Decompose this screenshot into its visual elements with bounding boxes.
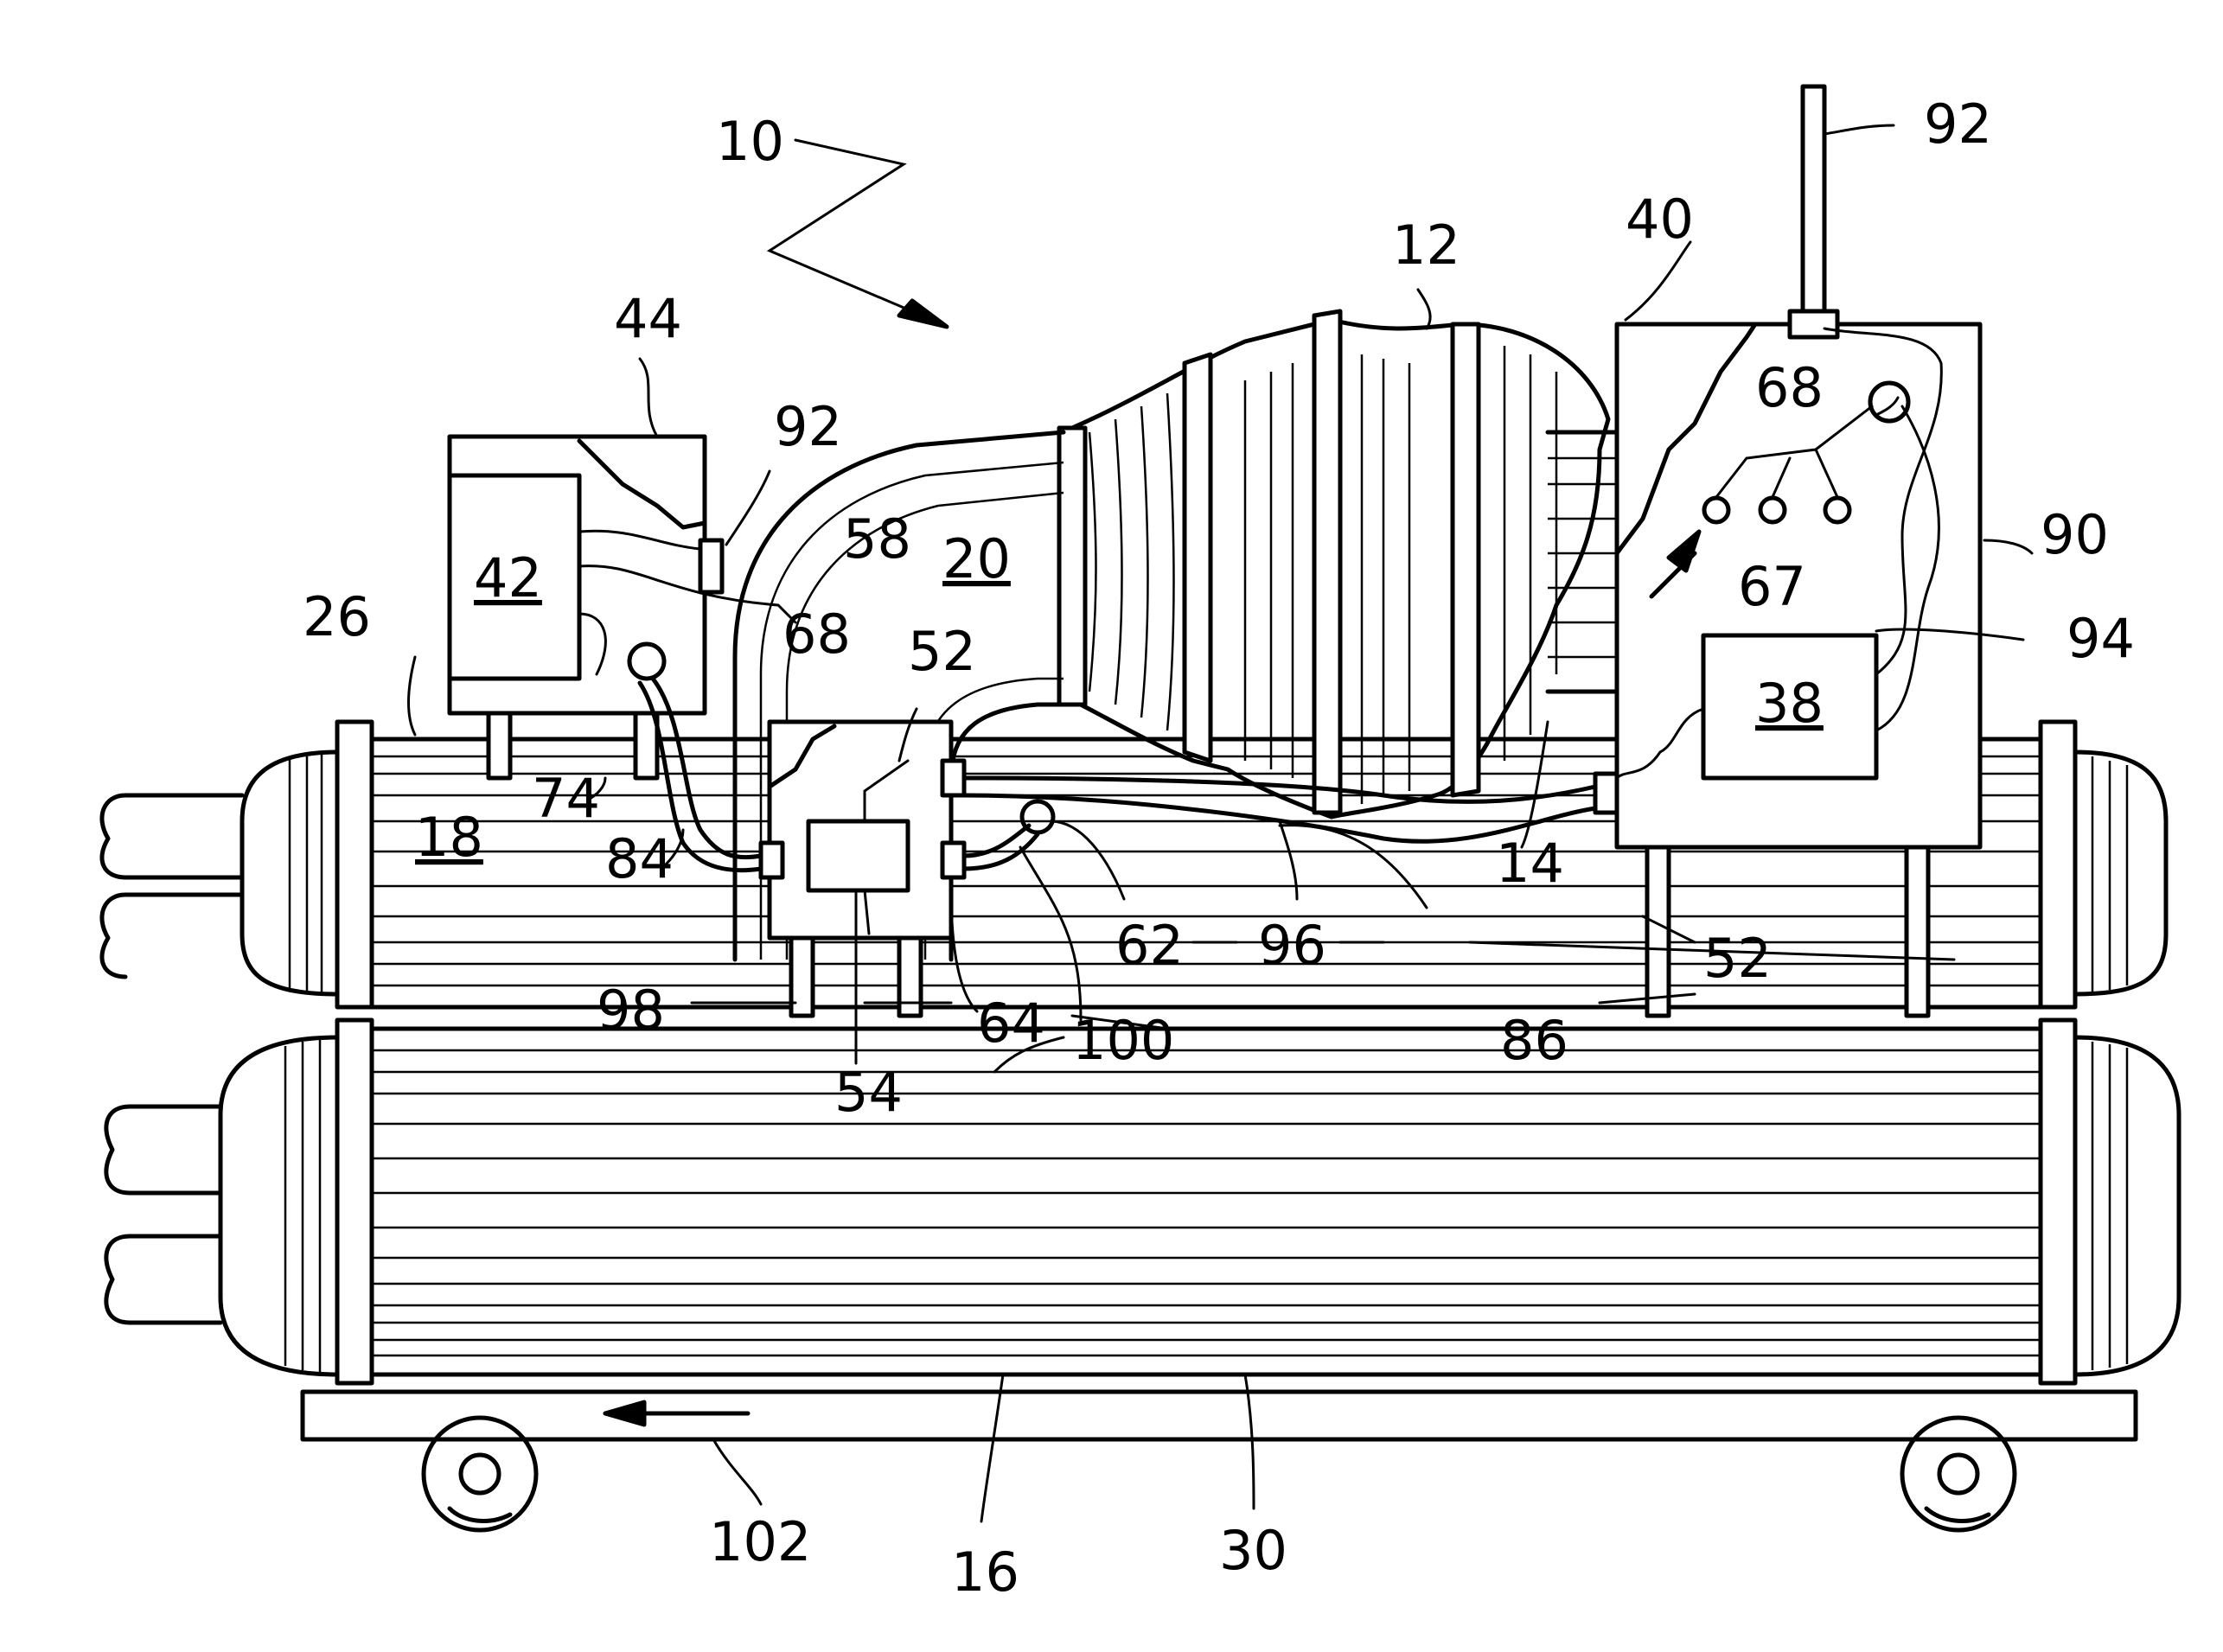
- label-100: 100: [1072, 1009, 1174, 1072]
- label-98: 98: [597, 979, 665, 1042]
- label-67: 67: [1738, 555, 1806, 618]
- label-52-bottom: 52: [1703, 927, 1772, 990]
- label-26: 26: [303, 585, 371, 648]
- label-30: 30: [1219, 1519, 1287, 1582]
- label-86: 86: [1500, 1009, 1568, 1072]
- lower-vessel: [104, 1017, 2181, 1386]
- label-10: 10: [716, 110, 784, 173]
- label-68-left: 68: [783, 603, 851, 666]
- reference-numerals: 10 92 40 12 44 92 68 58 20 42 90 26 68 5…: [303, 92, 2135, 1604]
- label-74: 74: [532, 767, 600, 830]
- box-40: [1593, 84, 1983, 1018]
- label-40: 40: [1626, 188, 1694, 251]
- upper-vessel: [99, 719, 2169, 1010]
- label-14: 14: [1496, 832, 1564, 895]
- label-42: 42: [474, 546, 542, 609]
- label-62: 62: [1115, 914, 1184, 977]
- box-44: [447, 434, 797, 781]
- label-52-top: 52: [908, 620, 976, 683]
- label-20: 20: [942, 527, 1011, 590]
- label-96: 96: [1258, 914, 1326, 977]
- device-54: [758, 719, 1056, 1018]
- label-18: 18: [415, 806, 483, 869]
- compressor: [1057, 309, 1619, 820]
- label-58: 58: [843, 507, 911, 571]
- label-90: 90: [2041, 503, 2109, 566]
- tubes: [637, 676, 1598, 873]
- label-54: 54: [834, 1061, 903, 1124]
- label-38: 38: [1755, 672, 1824, 735]
- label-16: 16: [951, 1540, 1019, 1604]
- label-64: 64: [977, 992, 1045, 1055]
- label-12: 12: [1392, 214, 1460, 277]
- label-94: 94: [2066, 607, 2135, 670]
- label-44: 44: [614, 287, 682, 350]
- label-102: 102: [709, 1510, 811, 1573]
- label-92-top: 92: [1924, 92, 1992, 156]
- base-skid: [300, 1389, 2138, 1533]
- label-68-right: 68: [1755, 356, 1824, 419]
- label-84: 84: [605, 827, 674, 890]
- leader-lines: [407, 124, 2034, 1523]
- label-92-left: 92: [774, 395, 842, 458]
